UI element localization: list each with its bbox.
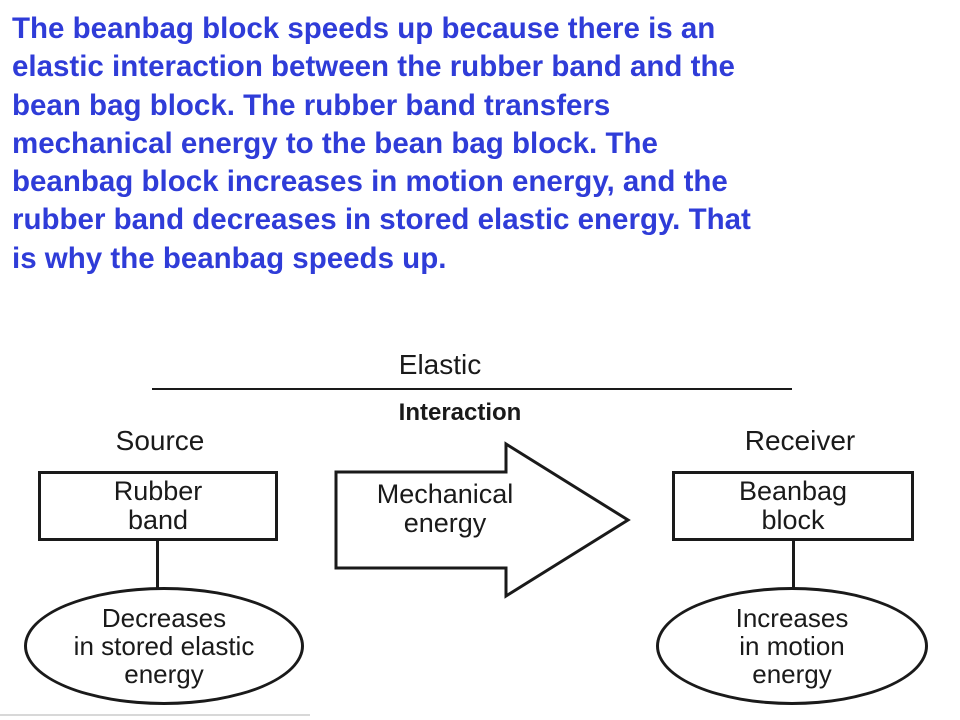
source-oval: Decreases in stored elastic energy: [24, 587, 304, 705]
explanation-paragraph: The beanbag block speeds up because ther…: [12, 10, 952, 278]
source-box-line-1: Rubber: [113, 476, 203, 506]
paragraph-line-2: elastic interaction between the rubber b…: [12, 50, 735, 84]
receiver-oval-line-3: energy: [752, 659, 832, 689]
source-heading: Source: [115, 425, 205, 456]
elastic-label: Elastic: [398, 349, 482, 380]
interaction-divider: [152, 388, 792, 390]
transfer-arrow: [334, 441, 631, 599]
source-oval-line-1: Decreases: [101, 603, 227, 633]
paragraph-line-5: beanbag block increases in motion energy…: [12, 165, 728, 199]
source-box-line-2: band: [127, 505, 189, 535]
receiver-box-line-2: block: [761, 505, 825, 535]
source-oval-line-3: energy: [124, 659, 204, 689]
receiver-box: Beanbag block: [672, 471, 914, 541]
transfer-label: Mechanical energy: [340, 480, 550, 538]
source-connector: [156, 541, 159, 589]
paragraph-line-7: is why the beanbag speeds up.: [12, 241, 447, 275]
interaction-label: Interaction: [398, 399, 522, 426]
receiver-oval-line-2: in motion: [739, 631, 845, 661]
paragraph-line-6: rubber band decreases in stored elastic …: [12, 203, 751, 237]
source-box: Rubber band: [38, 471, 278, 541]
arrow-shape: [334, 441, 631, 599]
receiver-heading: Receiver: [744, 425, 856, 456]
transfer-line-1: Mechanical: [376, 479, 514, 509]
paragraph-line-3: bean bag block. The rubber band transfer…: [12, 88, 611, 122]
paragraph-line-1: The beanbag block speeds up because ther…: [12, 12, 716, 45]
transfer-line-2: energy: [403, 508, 487, 538]
receiver-oval: Increases in motion energy: [656, 587, 928, 705]
source-oval-line-2: in stored elastic: [73, 631, 255, 661]
receiver-connector: [792, 541, 795, 589]
bottom-edge-rule: [0, 714, 310, 716]
receiver-box-line-1: Beanbag: [738, 476, 848, 506]
receiver-oval-line-1: Increases: [735, 603, 849, 633]
paragraph-line-4: mechanical energy to the bean bag block.…: [12, 126, 658, 160]
